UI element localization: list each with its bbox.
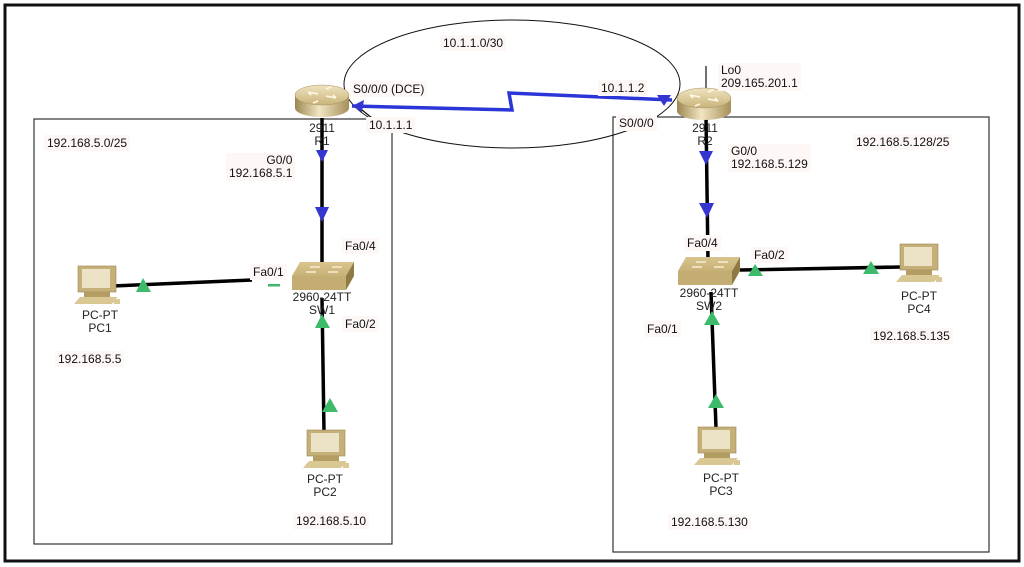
pc4-device-label: PC-PT PC4 [889, 290, 949, 316]
port-marker-pc1 [136, 278, 151, 292]
sw2-model: 2960-24TT [679, 286, 739, 300]
r1-g00-label: G0/0 192.168.5.1 [226, 153, 296, 181]
pc-icon [303, 429, 349, 468]
pc4-model: PC-PT [901, 289, 937, 303]
r1-g00-ip: 192.168.5.1 [229, 166, 293, 180]
router-r2[interactable] [676, 87, 732, 120]
pc-icon [694, 426, 740, 465]
sw2-fa02-label: Fa0/2 [751, 247, 788, 263]
sw1-fa04-label: Fa0/4 [342, 238, 379, 254]
port-marker-r1-s000 [352, 100, 364, 112]
port-marker-sw2-fa04 [699, 203, 714, 218]
pc1-name: PC1 [88, 321, 112, 335]
r2-loopback-label: Lo0 209.165.201.1 [718, 63, 801, 91]
pc4-name: PC4 [907, 302, 931, 316]
pc-pc1[interactable] [74, 265, 121, 304]
switch-icon [678, 257, 740, 285]
outer-frame [3, 3, 1021, 563]
r1-name: R1 [314, 134, 330, 148]
pc3-ip-label: 192.168.5.130 [668, 514, 751, 530]
port-marker-sw2-fa02 [748, 264, 763, 276]
switch-sw2[interactable] [678, 257, 740, 285]
port-marker-sw1-fa02 [315, 314, 330, 328]
r2-g00-label: G0/0 192.168.5.129 [728, 144, 811, 172]
r2-g00-ip: 192.168.5.129 [731, 157, 808, 171]
switch-icon [292, 262, 354, 290]
pc3-model: PC-PT [703, 471, 739, 485]
router-r1[interactable] [294, 84, 350, 117]
lan2-box [612, 116, 990, 553]
r1-serial-interface-label: S0/0/0 (DCE) [350, 81, 428, 97]
wan-network-ellipse [343, 19, 681, 149]
pc3-name: PC3 [709, 484, 733, 498]
port-marker-r2-s000 [657, 95, 671, 106]
router-icon [676, 87, 732, 120]
sw1-fa02-label: Fa0/2 [342, 316, 379, 332]
lan2-network-label: 192.168.5.128/25 [853, 134, 953, 150]
port-marker-sw2-fa01 [704, 311, 720, 325]
pc2-model: PC-PT [307, 472, 343, 486]
r2-serial-ip-label: 10.1.1.2 [598, 80, 648, 96]
pc2-ip-label: 192.168.5.10 [293, 513, 370, 529]
r1-model: 2911 [309, 121, 335, 135]
port-marker-pc4 [863, 261, 879, 274]
sw2-fa01-label: Fa0/1 [644, 321, 681, 337]
r2-loopback-name: Lo0 [721, 63, 742, 77]
sw2-device-label: 2960-24TT SW2 [671, 287, 747, 313]
port-marker-r2-g00 [699, 151, 713, 165]
port-marker-pc3 [708, 394, 724, 408]
sw2-fa04-label: Fa0/4 [684, 235, 721, 251]
switch-sw1[interactable] [292, 262, 354, 290]
pc2-name: PC2 [313, 485, 337, 499]
pc1-ip-label: 192.168.5.5 [55, 351, 125, 367]
wan-network-label: 10.1.1.0/30 [440, 35, 507, 51]
pc-icon [896, 243, 942, 282]
r1-serial-ip-label: 10.1.1.1 [366, 117, 416, 133]
pc-pc3[interactable] [694, 426, 740, 465]
pc1-device-label: PC-PT PC1 [70, 309, 130, 335]
pc4-ip-label: 192.168.5.135 [870, 328, 953, 344]
pc3-device-label: PC-PT PC3 [691, 472, 751, 498]
port-marker-r1-g00 [316, 150, 328, 162]
sw1-name: SW1 [308, 303, 335, 317]
lan1-box [33, 118, 393, 545]
pc1-model: PC-PT [82, 308, 118, 322]
sw1-device-label: 2960-24TT SW1 [284, 291, 360, 317]
r2-loopback-ip: 209.165.201.1 [721, 76, 798, 90]
port-marker-sw1-fa01 [268, 284, 280, 287]
port-marker-sw1-fa04 [315, 207, 329, 222]
pc-pc4[interactable] [896, 243, 942, 282]
r2-serial-interface-label: S0/0/0 [616, 115, 657, 131]
pc-pc2[interactable] [303, 429, 349, 468]
r2-model: 2911 [692, 121, 718, 135]
r2-name: R2 [697, 134, 713, 148]
link-sw1-pc1 [111, 278, 253, 288]
r1-device-label: 2911 R1 [305, 122, 339, 148]
dce-clock-indicator [361, 109, 373, 119]
pc-icon [74, 265, 121, 304]
sw1-model: 2960-24TT [292, 290, 352, 304]
r2-device-label: 2911 R2 [688, 122, 722, 148]
sw1-fa01-label: Fa0/1 [250, 264, 287, 280]
pc2-device-label: PC-PT PC2 [295, 473, 355, 499]
sw2-name: SW2 [695, 299, 722, 313]
router-icon [294, 84, 350, 117]
r2-g00-name: G0/0 [731, 144, 758, 158]
link-r1-r2-serial [351, 91, 673, 112]
r1-g00-name: G0/0 [266, 153, 293, 167]
lan1-network-label: 192.168.5.0/25 [44, 135, 131, 151]
port-marker-pc2 [322, 398, 338, 412]
